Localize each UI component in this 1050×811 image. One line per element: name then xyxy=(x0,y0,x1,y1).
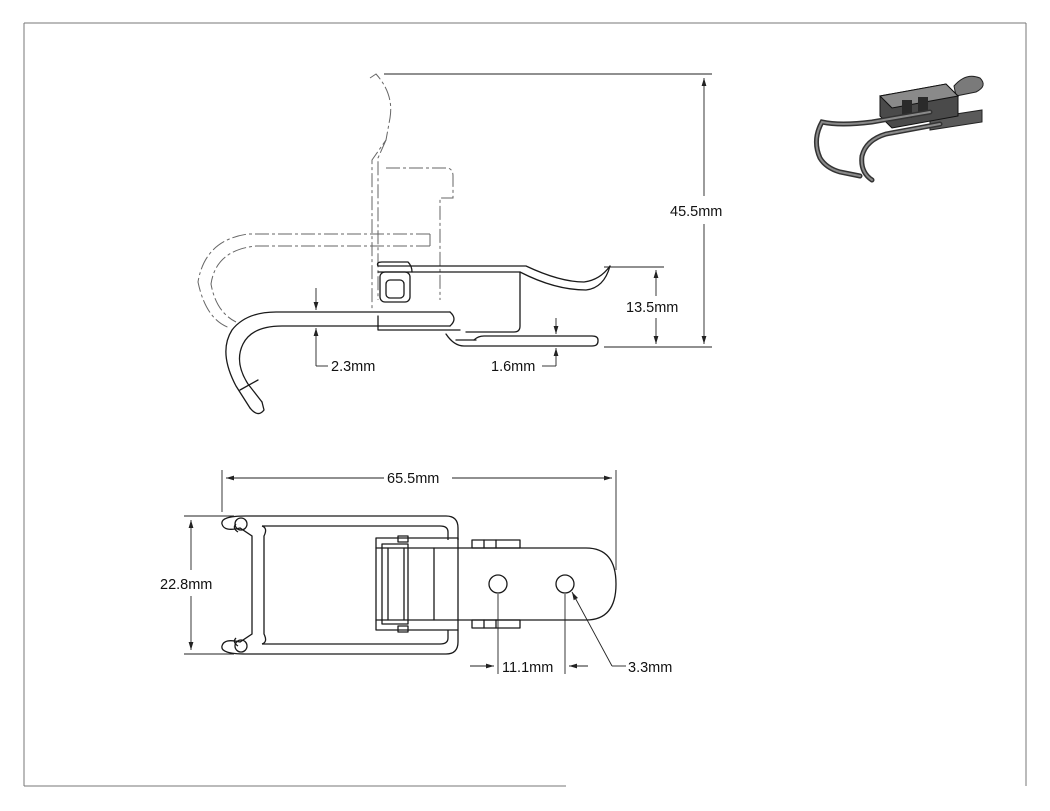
dimension-overall-height: 45.5mm xyxy=(384,73,722,348)
top-view: 65.5mm 22.8mm 11.1mm 3.3mm xyxy=(160,470,672,676)
dimension-overall-width: 22.8mm xyxy=(160,515,234,655)
hook-wire-label: 2.3mm xyxy=(331,359,375,375)
dimension-latch-height: 13.5mm xyxy=(604,266,678,344)
overall-height-label: 45.5mm xyxy=(670,204,722,220)
open-position-ghost xyxy=(197,73,454,329)
latch-top-body xyxy=(375,535,459,633)
dimension-overall-length: 65.5mm xyxy=(221,470,617,570)
mounting-hole-1 xyxy=(488,574,508,594)
dimension-hook-wire: 2.3mm xyxy=(313,288,375,375)
plate-thickness-label: 1.6mm xyxy=(491,359,535,375)
hole-spacing-label: 11.1mm xyxy=(502,660,553,676)
isometric-thumbnail xyxy=(814,75,984,183)
latch-body xyxy=(376,261,611,347)
base-plate xyxy=(457,539,617,629)
hook-wire xyxy=(225,311,455,415)
latch-height-label: 13.5mm xyxy=(626,300,678,316)
hole-diameter-label: 3.3mm xyxy=(628,660,672,676)
mounting-hole-2 xyxy=(555,574,575,594)
overall-width-label: 22.8mm xyxy=(160,577,212,593)
side-view: 45.5mm 13.5mm 2.3mm 1.6mm xyxy=(197,73,722,415)
overall-length-label: 65.5mm xyxy=(387,471,439,487)
drawing-border xyxy=(23,22,1027,787)
wire-bail xyxy=(221,515,459,655)
dimension-hole-spacing: 11.1mm xyxy=(470,594,588,676)
dimension-plate-thickness: 1.6mm xyxy=(491,318,559,375)
dimension-hole-diameter: 3.3mm xyxy=(571,591,672,676)
